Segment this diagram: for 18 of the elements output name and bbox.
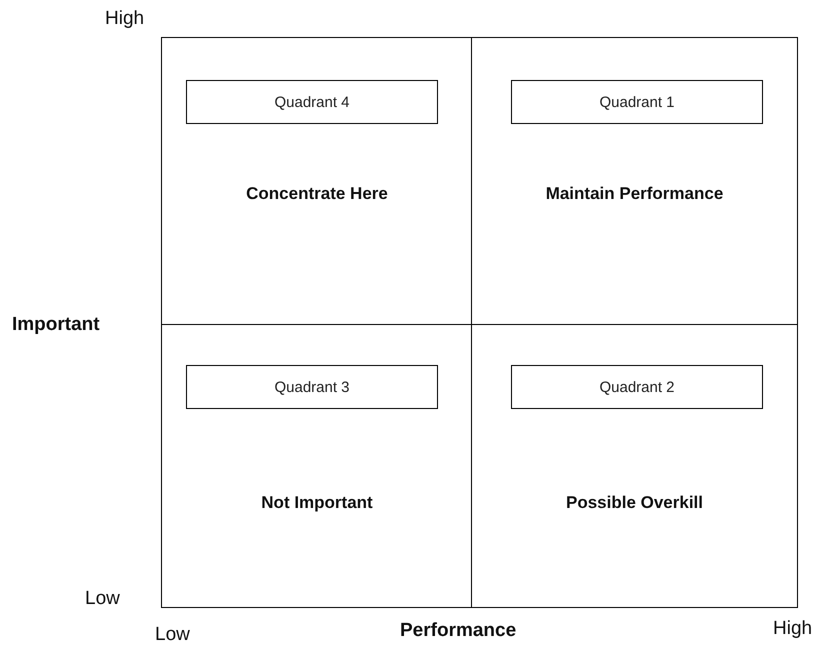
- quadrant-cell: [161, 37, 473, 326]
- axis-tick-label: Low: [85, 588, 120, 610]
- axis-tick-label: High: [773, 618, 812, 640]
- quadrant-label-box: Quadrant 1: [511, 80, 763, 124]
- quadrant-label-box: Quadrant 2: [511, 365, 763, 409]
- axis-tick-label: Low: [155, 624, 190, 646]
- axis-title: Important: [12, 314, 100, 336]
- quadrant-label-box: Quadrant 4: [186, 80, 438, 124]
- quadrant-description: Concentrate Here: [245, 183, 389, 205]
- quadrant-label-box: Quadrant 3: [186, 365, 438, 409]
- axis-tick-label: High: [105, 8, 144, 30]
- quadrant-description: Not Important: [260, 492, 374, 514]
- quadrant-cell: [161, 324, 473, 608]
- quadrant-cell: [471, 324, 798, 608]
- axis-title: Performance: [400, 620, 516, 642]
- quadrant-cell: [471, 37, 798, 326]
- quadrant-description: Possible Overkill: [564, 492, 704, 514]
- quadrant-description: Maintain Performance: [544, 183, 724, 205]
